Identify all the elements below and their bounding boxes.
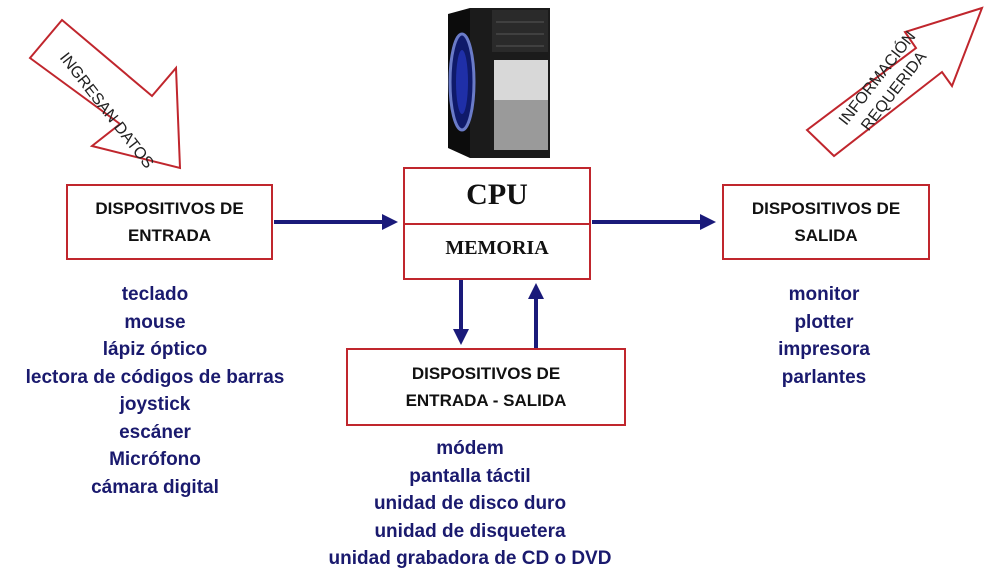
list-item: teclado <box>121 284 189 305</box>
input-devices-box: DISPOSITIVOS DE ENTRADA <box>66 184 273 260</box>
cpu-memory-box: CPU MEMORIA <box>403 167 591 280</box>
list-item: impresora <box>778 339 870 360</box>
list-item: pantalla táctil <box>409 465 531 487</box>
list-item: escáner <box>119 421 191 443</box>
pc-tower-icon <box>448 8 550 158</box>
output-box-title-2: SALIDA <box>794 226 858 245</box>
list-item: plotter <box>794 311 854 333</box>
input-devices-list: teclado mouse lápiz óptico lectora de có… <box>10 281 300 501</box>
output-devices-list: monitor plotter impresora parlantes <box>744 281 904 391</box>
output-devices-box: DISPOSITIVOS DE SALIDA <box>722 184 930 260</box>
list-item: parlantes <box>781 366 867 388</box>
list-item: monitor <box>788 284 860 305</box>
input-box-title-1: DISPOSITIVOS DE <box>95 199 244 218</box>
input-box-title-2: ENTRADA <box>127 226 212 245</box>
list-item: mouse <box>124 311 186 333</box>
list-item: unidad de disquetera <box>374 520 566 542</box>
output-box-title-1: DISPOSITIVOS DE <box>751 199 901 218</box>
list-item: Micrófono <box>109 449 201 470</box>
input-banner-arrow <box>28 18 182 170</box>
output-banner-arrow <box>805 6 984 158</box>
cpu-divider <box>405 223 589 225</box>
io-box-title-2: ENTRADA - SALIDA <box>405 391 567 410</box>
list-item: lápiz óptico <box>102 339 208 360</box>
io-box-title-1: DISPOSITIVOS DE <box>411 364 561 383</box>
io-devices-box: DISPOSITIVOS DE ENTRADA - SALIDA <box>346 348 626 426</box>
cpu-label: CPU <box>466 178 528 211</box>
list-item: joystick <box>119 394 191 415</box>
list-item: cámara digital <box>91 476 219 498</box>
list-item: unidad de disco duro <box>373 493 567 514</box>
list-item: unidad grabadora de CD o DVD <box>328 548 612 569</box>
list-item: lectora de códigos de barras <box>25 366 285 388</box>
memory-label: MEMORIA <box>445 237 549 259</box>
list-item: módem <box>436 438 504 459</box>
io-devices-list: módem pantalla táctil unidad de disco du… <box>320 435 620 573</box>
